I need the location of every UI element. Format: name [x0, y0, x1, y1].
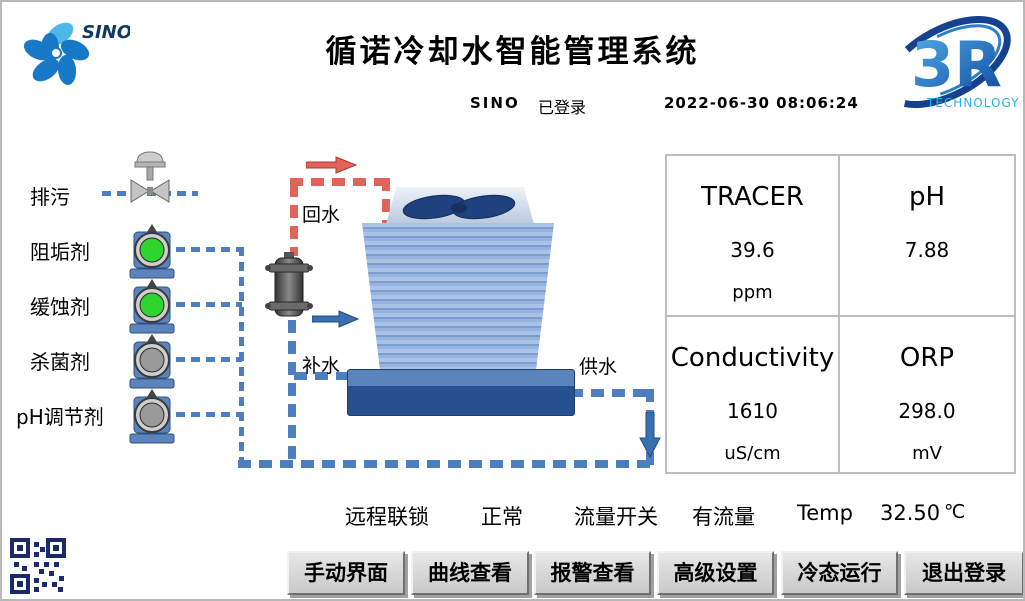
pipe-supply-out	[570, 389, 654, 397]
label-return-water: 回水	[302, 204, 341, 226]
login-status: 已登录	[538, 98, 587, 117]
pump-status-lamp	[139, 292, 165, 318]
reading-conductivity: Conductivity 1610 uS/cm	[666, 316, 839, 473]
logout-button[interactable]: 退出登录	[904, 551, 1023, 595]
reading-name: ORP	[899, 343, 955, 373]
label-corrosion-inhibitor: 缓蚀剂	[30, 295, 90, 319]
pump-icon	[129, 224, 175, 279]
return-flow-arrow-icon	[305, 156, 358, 178]
page-title: 循诺冷却水智能管理系统	[325, 34, 700, 70]
pump-status-lamp	[139, 237, 165, 263]
reading-name: TRACER	[701, 182, 804, 212]
reading-name: Conductivity	[670, 343, 835, 373]
datetime: 2022-06-30 08:06:24	[664, 94, 859, 112]
flow-switch-value: 有流量	[692, 505, 755, 529]
reading-value: 1610	[727, 399, 778, 423]
reading-value: 7.88	[904, 238, 950, 262]
reading-value: 39.6	[730, 238, 775, 262]
pump-status-lamp	[139, 347, 165, 373]
pipe-return-drop	[382, 178, 390, 224]
sino-logo: SINO	[20, 8, 132, 96]
pipe-bottom-loop	[238, 460, 654, 468]
reading-tracer: TRACER 39.6 ppm	[666, 155, 839, 316]
pump-status-lamp	[139, 402, 165, 428]
pump-corrosion-inhibitor[interactable]	[128, 277, 176, 339]
pipe-return-to-filter	[290, 184, 298, 256]
pipe-return-top	[290, 178, 390, 186]
label-ph-regulator: pH调节剂	[16, 405, 104, 429]
pipe-feed-3	[176, 357, 242, 362]
3r-logo: 3R TECHNOLOGY	[871, 4, 1021, 126]
sino-logo-text: SINO	[82, 22, 130, 43]
pipe-feed-manifold	[239, 247, 244, 465]
label-biocide: 杀菌剂	[30, 350, 90, 374]
reading-orp: ORP 298.0 mV	[839, 316, 1015, 473]
reading-value: 298.0	[898, 399, 956, 423]
label-supply-water: 供水	[579, 356, 618, 378]
interlock-value: 正常	[481, 505, 523, 529]
reading-name: pH	[908, 182, 946, 212]
pump-icon	[129, 279, 175, 334]
filter-icon	[265, 252, 313, 317]
flow-switch-label: 流量开关	[574, 505, 658, 529]
label-makeup-water: 补水	[302, 355, 341, 377]
pump-icon	[129, 334, 175, 389]
curve-view-button[interactable]: 曲线查看	[411, 551, 529, 595]
logged-in-user: SINO	[470, 94, 520, 112]
readings-panel: TRACER 39.6 ppm pH 7.88 Conductivity 161…	[665, 154, 1016, 474]
pipe-feed-4	[176, 412, 242, 417]
temp-label: Temp	[797, 501, 853, 525]
pump-scale-inhibitor[interactable]	[128, 222, 176, 284]
pipe-filter-down	[288, 320, 296, 466]
reading-unit: uS/cm	[724, 443, 781, 464]
cooling-tower-body[interactable]	[362, 223, 554, 370]
tower-basin	[347, 369, 575, 416]
temp-unit: ℃	[944, 501, 966, 523]
reading-unit: mV	[912, 443, 942, 464]
reading-unit: ppm	[732, 282, 773, 303]
label-blowdown: 排污	[30, 185, 70, 209]
supply-flow-arrow-icon	[639, 411, 661, 462]
advanced-settings-button[interactable]: 高级设置	[657, 551, 774, 595]
pump-icon	[129, 389, 175, 444]
3r-logo-subtext: TECHNOLOGY	[926, 96, 1019, 110]
cold-run-button[interactable]: 冷态运行	[781, 551, 898, 595]
alarm-view-button[interactable]: 报警查看	[534, 551, 651, 595]
pipe-feed-2	[176, 302, 242, 307]
pump-biocide[interactable]	[128, 332, 176, 394]
filter-device[interactable]	[264, 252, 314, 326]
sino-pinwheel-icon	[23, 22, 90, 85]
interlock-label: 远程联锁	[345, 505, 429, 529]
tower-fan-icon[interactable]	[396, 190, 524, 228]
3r-logo-text: 3R	[911, 28, 1002, 101]
manual-screen-button[interactable]: 手动界面	[287, 551, 405, 595]
pump-ph-regulator[interactable]	[128, 387, 176, 449]
blowdown-valve[interactable]	[126, 148, 174, 210]
qr-code-icon	[10, 538, 66, 598]
temp-value: 32.50	[880, 501, 941, 525]
reading-ph: pH 7.88	[839, 155, 1015, 316]
pipe-feed-1	[176, 247, 242, 252]
valve-icon	[130, 151, 170, 203]
filter-flow-arrow-icon	[311, 310, 360, 332]
pipe-makeup	[294, 372, 350, 380]
label-scale-inhibitor: 阻垢剂	[30, 240, 90, 264]
3r-swoosh-icon	[883, 15, 1011, 109]
